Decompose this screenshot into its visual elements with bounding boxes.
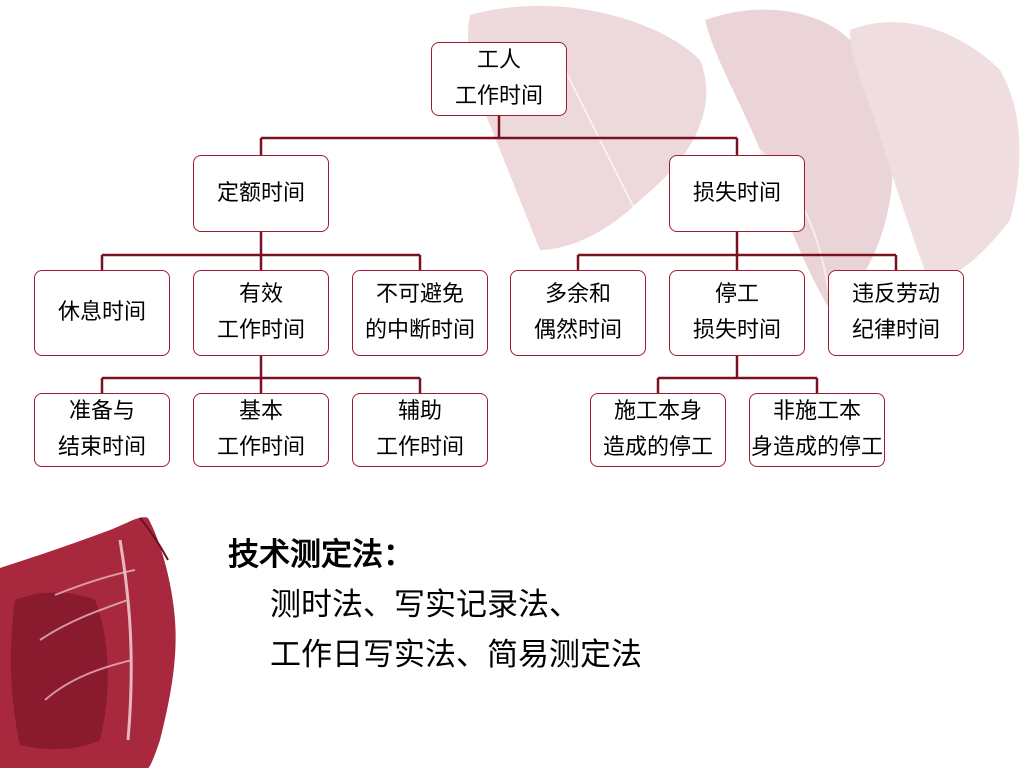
node-label-line2: 工作时间 — [375, 435, 464, 460]
node-loss-time: 损失时间 — [669, 155, 805, 232]
node-label-line2: 结束时间 — [57, 435, 146, 460]
node-label-line2: 纪律时间 — [851, 318, 940, 343]
node-prep-end-time: 准备与 结束时间 — [34, 393, 170, 467]
node-construction-caused-stoppage: 施工本身 造成的停工 — [590, 393, 726, 467]
node-excess-accidental-time: 多余和 偶然时间 — [510, 270, 646, 356]
node-label-line1: 准备与 — [68, 399, 135, 424]
node-label: 定额时间 — [216, 180, 305, 206]
node-nonconstruction-caused-stoppage: 非施工本 身造成的停工 — [749, 393, 885, 467]
node-label-line1: 施工本身 — [613, 399, 702, 424]
node-label-line2: 的中断时间 — [364, 318, 475, 343]
node-label-line2: 身造成的停工 — [750, 435, 883, 460]
node-label-line2: 偶然时间 — [533, 318, 622, 343]
connector-stoppage — [656, 356, 819, 393]
node-label-line2: 工作时间 — [454, 84, 543, 109]
node-unavoidable-interruption: 不可避免 的中断时间 — [352, 270, 488, 356]
node-label-line2: 工作时间 — [216, 435, 305, 460]
node-label-line1: 非施工本 — [772, 399, 861, 424]
connector-loss — [576, 232, 898, 270]
connector-root — [259, 116, 739, 155]
note-line-2: 工作日写实法、简易测定法 — [270, 637, 642, 673]
note-title: 技术测定法： — [228, 537, 414, 573]
node-worker-work-time: 工人 工作时间 — [431, 42, 567, 116]
node-label-line2: 损失时间 — [692, 318, 781, 343]
connector-effective — [100, 356, 422, 393]
node-label-line1: 有效 — [238, 282, 283, 307]
note-line-1: 测时法、写实记录法、 — [270, 587, 580, 623]
node-label-line1: 停工 — [714, 282, 759, 307]
node-label-line1: 工人 — [476, 48, 521, 73]
node-label-line1: 辅助 — [397, 399, 442, 424]
node-label-line1: 违反劳动 — [851, 282, 940, 307]
node-label-line2: 工作时间 — [216, 318, 305, 343]
node-labor-discipline-violation-time: 违反劳动 纪律时间 — [828, 270, 964, 356]
node-label: 损失时间 — [692, 180, 781, 206]
node-auxiliary-work-time: 辅助 工作时间 — [352, 393, 488, 467]
node-effective-work-time: 有效 工作时间 — [193, 270, 329, 356]
node-label: 休息时间 — [57, 300, 146, 325]
node-label-line2: 造成的停工 — [602, 435, 713, 460]
node-stoppage-loss-time: 停工 损失时间 — [669, 270, 805, 356]
node-label-line1: 基本 — [238, 399, 283, 424]
connector-quota — [100, 232, 422, 270]
node-quota-time: 定额时间 — [193, 155, 329, 232]
node-label-line1: 多余和 — [544, 282, 611, 307]
red-leaf-bottom-left — [0, 517, 176, 768]
node-basic-work-time: 基本 工作时间 — [193, 393, 329, 467]
node-label-line1: 不可避免 — [375, 282, 464, 307]
node-rest-time: 休息时间 — [34, 270, 170, 356]
